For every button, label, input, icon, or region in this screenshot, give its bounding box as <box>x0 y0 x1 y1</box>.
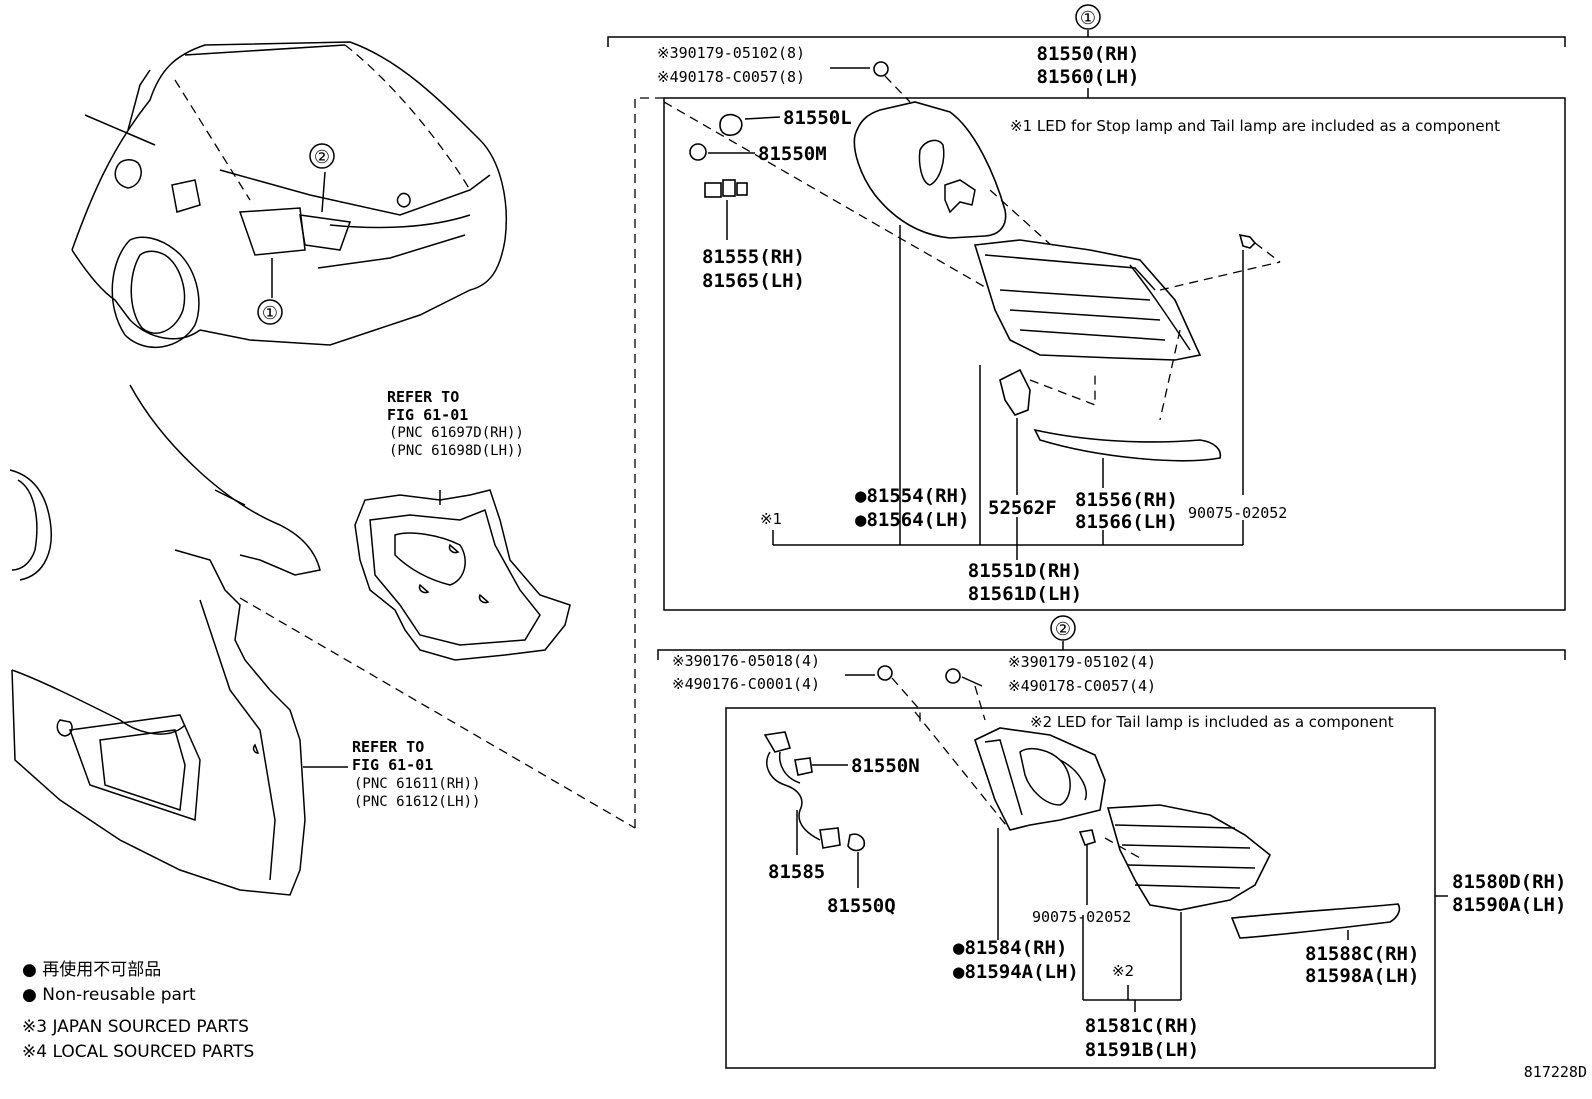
group-2-tail-lamp-inner: ② ※390176-05018(4) ※490176-C0001(4) ※390… <box>657 615 1566 1069</box>
g2-mark2: ※2 <box>1112 962 1134 980</box>
svg-text:②: ② <box>314 147 330 168</box>
g2-reflector-rh: 81588C(RH) <box>1305 943 1419 965</box>
quarter-panel-illustration <box>9 97 665 896</box>
legend-jp: ● 再使用不可部品 <box>22 959 161 980</box>
g1-reflector-lh: 81566(LH) <box>1075 511 1178 533</box>
g1-screw <box>1238 233 1257 249</box>
g2-reflector-lh: 81598A(LH) <box>1305 965 1419 987</box>
g1-socket-rh: 81555(RH) <box>702 246 805 268</box>
g1-assy-lh: 81560(LH) <box>1037 66 1140 88</box>
g1-gasket-lh: ●81564(LH) <box>855 509 969 531</box>
refer1-line3: (PNC 61697D(RH)) <box>389 425 524 441</box>
g1-reflector <box>1033 428 1222 462</box>
g2-bulb-q-label: 81550Q <box>827 895 896 917</box>
g2-screw-b-local: ※490178-C0057(4) <box>1008 677 1156 695</box>
g2-lens <box>1106 804 1272 911</box>
g1-retainer <box>999 368 1031 416</box>
g1-bulb-m <box>689 143 707 161</box>
g2-gasket-lh: ●81594A(LH) <box>953 961 1079 983</box>
g1-socket-lh: 81565(LH) <box>702 270 805 292</box>
g1-screw-japan: ※390179-05102(8) <box>657 44 805 62</box>
refer1-line2: FIG 61-01 <box>387 406 468 424</box>
inner-panel-illustration <box>354 489 571 661</box>
g2-bulb-n-label: 81550N <box>851 755 920 777</box>
g1-gasket-rh: ●81554(RH) <box>855 485 969 507</box>
refer-block-1: REFER TO FIG 61-01 (PNC 61697D(RH)) (PNC… <box>387 388 524 459</box>
g2-screw-a <box>877 665 893 681</box>
g2-gasket-rh: ●81584(RH) <box>953 937 1067 959</box>
g2-bulb-q <box>847 833 866 852</box>
g1-screw-local: ※490178-C0057(8) <box>657 68 805 86</box>
callout-2-car: ② <box>309 143 335 169</box>
g2-lens-rh: 81581C(RH) <box>1085 1015 1199 1037</box>
refer1-line1: REFER TO <box>387 388 459 406</box>
legend-local: ※4 LOCAL SOURCED PARTS <box>22 1042 254 1062</box>
figure-id: 817228D <box>1524 1063 1587 1081</box>
g1-gasket <box>853 101 1007 239</box>
g2-wire-label: 81585 <box>768 861 825 883</box>
g1-mark1: ※1 <box>760 510 782 528</box>
g1-lens-rh: 81551D(RH) <box>968 560 1082 582</box>
group-1-tail-lamp-outer: ① 81550(RH) 81560(LH) ※390179-05102(8) ※… <box>607 4 1566 611</box>
legend-en: ● Non-reusable part <box>22 985 196 1005</box>
g2-lens-lh: 81591B(LH) <box>1085 1039 1199 1061</box>
callout-1-car: ① <box>257 299 283 325</box>
g1-lens <box>973 239 1202 361</box>
refer1-line4: (PNC 61698D(LH)) <box>389 443 524 459</box>
refer2-line3: (PNC 61611(RH)) <box>354 776 480 792</box>
refer2-line2: FIG 61-01 <box>352 756 433 774</box>
g1-reflector-rh: 81556(RH) <box>1075 489 1178 511</box>
svg-text:①: ① <box>262 303 278 324</box>
g2-screw-a-local: ※490176-C0001(4) <box>672 675 820 693</box>
g2-note: ※2 LED for Tail lamp is included as a co… <box>1030 713 1394 731</box>
g1-socket <box>704 182 722 198</box>
g2-screw-b <box>945 668 961 684</box>
g1-bulb-m-label: 81550M <box>758 143 827 165</box>
g1-lens-lh: 81561D(LH) <box>968 583 1082 605</box>
g2-screw-b-japan: ※390179-05102(4) <box>1008 653 1156 671</box>
g2-gasket <box>974 727 1106 831</box>
g1-screw-label: 90075-02052 <box>1188 504 1287 522</box>
g1-screw-nut <box>873 61 889 77</box>
g1-note: ※1 LED for Stop lamp and Tail lamp are i… <box>1010 117 1500 135</box>
refer2-line4: (PNC 61612(LH)) <box>354 794 480 810</box>
g2-screw-a-japan: ※390176-05018(4) <box>672 652 820 670</box>
svg-text:②: ② <box>1055 619 1071 640</box>
svg-text:①: ① <box>1080 8 1096 29</box>
legend: ● 再使用不可部品 ● Non-reusable part ※3 JAPAN S… <box>22 959 254 1062</box>
g2-screw-label: 90075-02052 <box>1032 908 1131 926</box>
g1-bulb-l-label: 81550L <box>783 107 852 129</box>
g1-retainer-label: 52562F <box>988 497 1057 519</box>
refer2-line1: REFER TO <box>352 738 424 756</box>
car-rear-illustration <box>71 41 508 349</box>
g2-assy-lh: 81590A(LH) <box>1452 894 1566 916</box>
g1-assy-rh: 81550(RH) <box>1037 43 1140 65</box>
g2-connector <box>763 731 792 753</box>
g2-assy-rh: 81580D(RH) <box>1452 871 1566 893</box>
refer-block-2: REFER TO FIG 61-01 (PNC 61611(RH)) (PNC … <box>303 738 480 810</box>
g1-bulb-l <box>719 113 743 136</box>
g2-screw <box>1078 829 1096 846</box>
legend-japan: ※3 JAPAN SOURCED PARTS <box>22 1017 249 1037</box>
g2-reflector <box>1230 903 1401 939</box>
